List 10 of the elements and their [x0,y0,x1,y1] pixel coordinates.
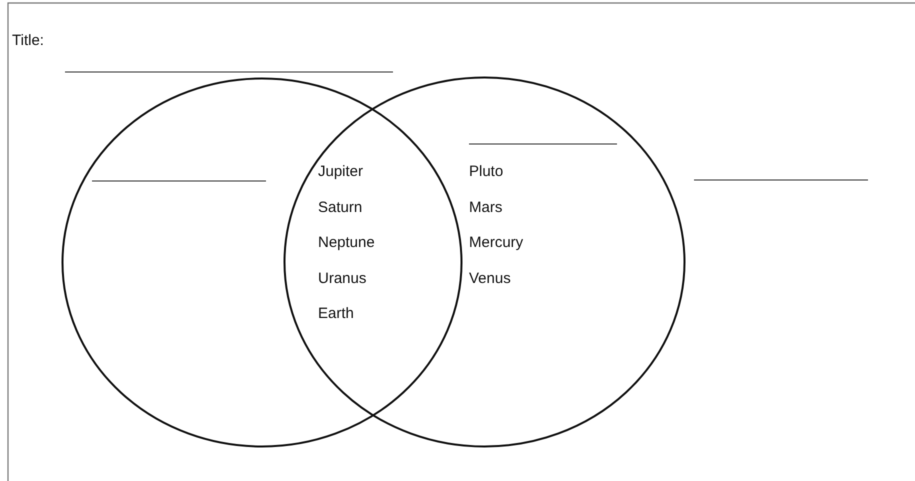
planet-name: Uranus [318,270,366,288]
planet-name: Mercury [469,234,524,252]
planet-name: Mars [469,199,502,217]
planet-name: Jupiter [318,163,364,181]
planet-name: Neptune [318,234,375,252]
planet-name: Pluto [469,163,504,181]
planet-name: Venus [469,270,511,288]
title-label: Title: [12,32,44,50]
planet-name: Saturn [318,199,362,217]
planet-name: Earth [318,305,354,323]
